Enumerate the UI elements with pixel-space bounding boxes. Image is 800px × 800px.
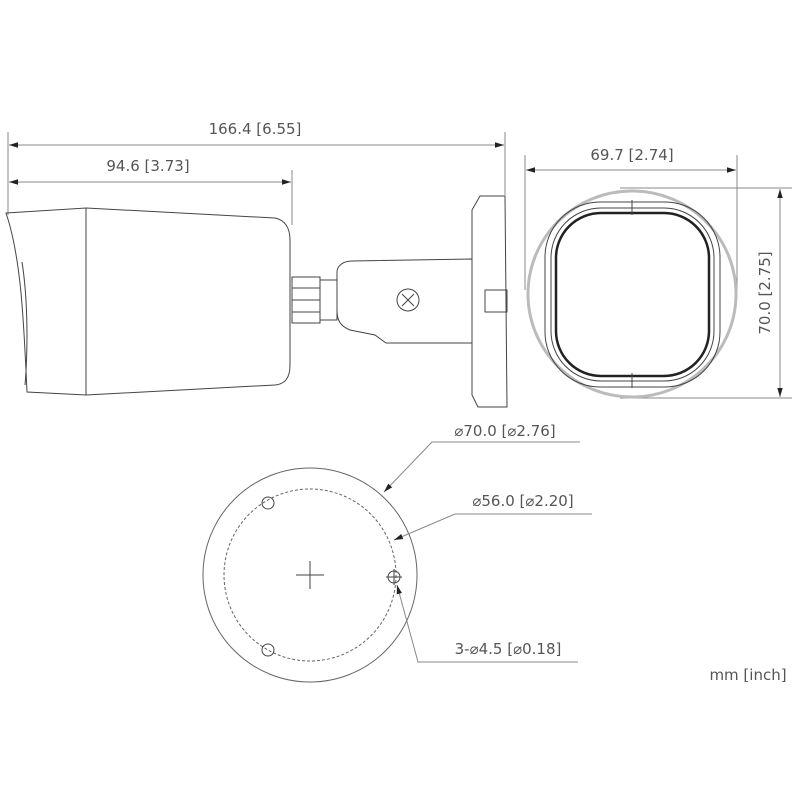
body-length-dimension: 94.6 [3.73] bbox=[9, 157, 293, 225]
height-dimension: 70.0 [2.75] bbox=[620, 187, 792, 399]
overall-length-dimension: 166.4 [6.55] bbox=[7, 120, 506, 215]
camera-front-view bbox=[526, 189, 738, 399]
units-label: mm [inch] bbox=[709, 666, 786, 684]
front-width-label: 69.7 [2.74] bbox=[590, 146, 673, 164]
outer-diameter-label: ⌀70.0 [⌀2.76] bbox=[454, 422, 555, 440]
mount-callouts: ⌀70.0 [⌀2.76] ⌀56.0 [⌀2.20] 3-⌀4.5 [⌀0.1… bbox=[383, 422, 592, 663]
front-height-label: 70.0 [2.75] bbox=[756, 251, 774, 334]
mount-hole bbox=[261, 496, 275, 510]
width-dimension: 69.7 [2.74] bbox=[524, 146, 738, 290]
screw-icon bbox=[396, 288, 420, 312]
body-length-label: 94.6 [3.73] bbox=[106, 157, 189, 175]
mount-base-view bbox=[202, 467, 418, 683]
hole-circle-label: ⌀56.0 [⌀2.20] bbox=[472, 492, 573, 510]
camera-side-view bbox=[5, 195, 508, 408]
overall-length-label: 166.4 [6.55] bbox=[209, 120, 302, 138]
mount-holes-label: 3-⌀4.5 [⌀0.18] bbox=[455, 640, 562, 658]
mount-hole bbox=[261, 643, 275, 657]
